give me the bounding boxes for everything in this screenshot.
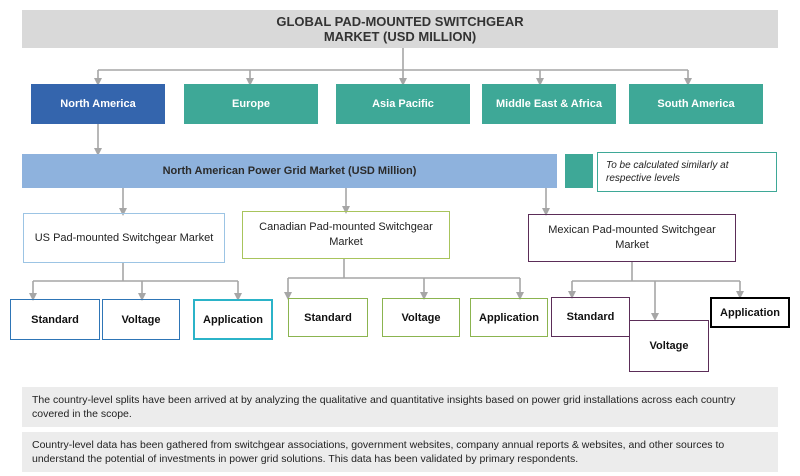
us-segment-standard: Standard <box>10 299 100 340</box>
canada-segment-application: Application <box>470 298 548 337</box>
canada-segment-voltage: Voltage <box>382 298 460 337</box>
global-market-title: GLOBAL PAD-MOUNTED SWITCHGEAR MARKET (US… <box>22 10 778 48</box>
canada-segment-standard: Standard <box>288 298 368 337</box>
title-line-2: MARKET (USD MILLION) <box>323 29 477 44</box>
us-segment-application: Application <box>193 299 273 340</box>
note-data-sources: Country-level data has been gathered fro… <box>22 432 778 472</box>
region-asia-pacific: Asia Pacific <box>336 84 470 124</box>
legend-note: To be calculated similarly at respective… <box>597 152 777 192</box>
canada-market-box: Canadian Pad-mounted Switchgear Market <box>242 211 450 259</box>
us-segment-voltage: Voltage <box>102 299 180 340</box>
legend-swatch <box>565 154 593 188</box>
mexico-market-box: Mexican Pad-mounted Switchgear Market <box>528 214 736 262</box>
mexico-segment-voltage: Voltage <box>629 320 709 372</box>
region-middle-east-africa: Middle East & Africa <box>482 84 616 124</box>
mexico-segment-standard: Standard <box>551 297 630 337</box>
mexico-segment-application: Application <box>710 297 790 328</box>
north-american-power-grid-market: North American Power Grid Market (USD Mi… <box>22 154 557 188</box>
region-europe: Europe <box>184 84 318 124</box>
us-market-box: US Pad-mounted Switchgear Market <box>23 213 225 263</box>
region-south-america: South America <box>629 84 763 124</box>
region-north-america: North America <box>31 84 165 124</box>
note-country-splits: The country-level splits have been arriv… <box>22 387 778 427</box>
title-line-1: GLOBAL PAD-MOUNTED SWITCHGEAR <box>276 14 524 29</box>
